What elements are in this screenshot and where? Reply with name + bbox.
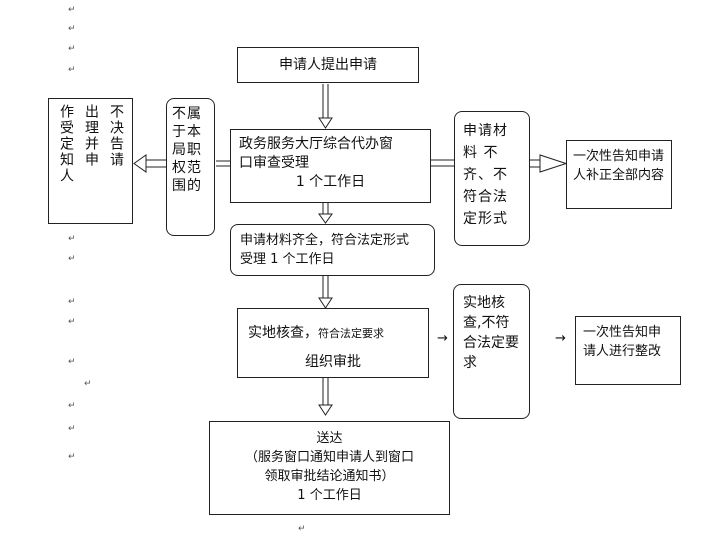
site-check-line1: 实地核查， bbox=[248, 325, 318, 341]
materials-complete-line2: 受理 1 个工作日 bbox=[240, 252, 335, 267]
paragraph-mark: ↵ bbox=[68, 452, 76, 462]
paragraph-mark: ↵ bbox=[68, 401, 76, 411]
paragraph-mark: ↵ bbox=[68, 44, 76, 54]
arrow-review-to-not-scope bbox=[216, 160, 230, 167]
node-apply: 申请人提出申请 bbox=[237, 47, 419, 83]
window-review-line1: 政务服务大厅综合代办窗 bbox=[239, 136, 393, 152]
materials-incomplete-text: 申请材料 不齐、不符合法定形式 bbox=[463, 123, 508, 227]
reject-notice-col1: 不决告请 bbox=[108, 104, 124, 168]
arrow-review-to-complete bbox=[318, 203, 333, 224]
paragraph-mark: ↵ bbox=[84, 379, 92, 389]
site-check-line1-small: 符合法定要求 bbox=[318, 327, 384, 340]
delivery-line4: 1 个工作日 bbox=[297, 488, 362, 503]
paragraph-mark: ↵ bbox=[68, 317, 76, 327]
notify-supplement-text: 一次性告知申请人补正全部内容 bbox=[573, 149, 665, 183]
arrow-site-to-not-meet: → bbox=[437, 331, 448, 346]
arrow-not-scope-to-reject bbox=[133, 154, 166, 173]
paragraph-mark: ↵ bbox=[68, 424, 76, 434]
delivery-line1: 送达 bbox=[316, 431, 343, 446]
site-check-line2: 组织审批 bbox=[305, 354, 361, 370]
reject-notice-col3: 作受定知人 bbox=[58, 104, 74, 184]
node-not-in-scope: 不属于本局职权范围的 bbox=[166, 98, 215, 236]
site-not-meet-text: 实地核查,不符合法定要求 bbox=[463, 295, 519, 371]
node-site-not-meet: 实地核查,不符合法定要求 bbox=[453, 284, 530, 419]
node-apply-text: 申请人提出申请 bbox=[279, 56, 377, 73]
not-in-scope-text: 不属于本局职权范围的 bbox=[172, 106, 202, 194]
delivery-line2: （服务窗口通知申请人到窗口 bbox=[244, 450, 414, 465]
node-reject-notice: 不决告请 出理并申 作受定知人 bbox=[48, 98, 133, 224]
paragraph-mark: ↵ bbox=[68, 24, 76, 34]
node-notify-supplement: 一次性告知申请人补正全部内容 bbox=[566, 140, 672, 209]
arrow-review-to-incomplete bbox=[430, 159, 454, 167]
paragraph-mark: ↵ bbox=[68, 297, 76, 307]
window-review-line2: 口审查受理 bbox=[239, 155, 309, 171]
arrow-incomplete-to-notify bbox=[530, 154, 568, 173]
paragraph-mark: ↵ bbox=[68, 5, 76, 15]
paragraph-mark: ↵ bbox=[298, 524, 306, 534]
window-review-line3: 1 个工作日 bbox=[295, 174, 366, 190]
arrow-apply-to-review bbox=[318, 84, 333, 129]
node-window-review: 政务服务大厅综合代办窗 口审查受理 1 个工作日 bbox=[230, 129, 431, 203]
paragraph-mark: ↵ bbox=[68, 65, 76, 75]
paragraph-mark: ↵ bbox=[68, 357, 76, 367]
paragraph-mark: ↵ bbox=[68, 254, 76, 264]
reject-notice-col2: 出理并申 bbox=[83, 104, 99, 168]
materials-complete-line1: 申请材料齐全，符合法定形式 bbox=[240, 233, 410, 248]
arrow-site-to-delivery bbox=[318, 378, 333, 416]
node-materials-complete: 申请材料齐全，符合法定形式 受理 1 个工作日 bbox=[230, 224, 435, 276]
node-delivery: 送达 （服务窗口通知申请人到窗口 领取审批结论通知书） 1 个工作日 bbox=[209, 421, 450, 515]
arrow-complete-to-site bbox=[318, 276, 333, 309]
delivery-line3: 领取审批结论通知书） bbox=[264, 469, 395, 484]
paragraph-mark: ↵ bbox=[68, 234, 76, 244]
node-site-check: 实地核查，符合法定要求 组织审批 bbox=[237, 308, 429, 378]
node-materials-incomplete: 申请材料 不齐、不符合法定形式 bbox=[454, 111, 530, 246]
notify-rectify-text: 一次性告知申请人进行整改 bbox=[583, 325, 662, 359]
arrow-not-meet-to-rectify: → bbox=[555, 331, 566, 346]
node-notify-rectify: 一次性告知申请人进行整改 bbox=[575, 316, 681, 385]
